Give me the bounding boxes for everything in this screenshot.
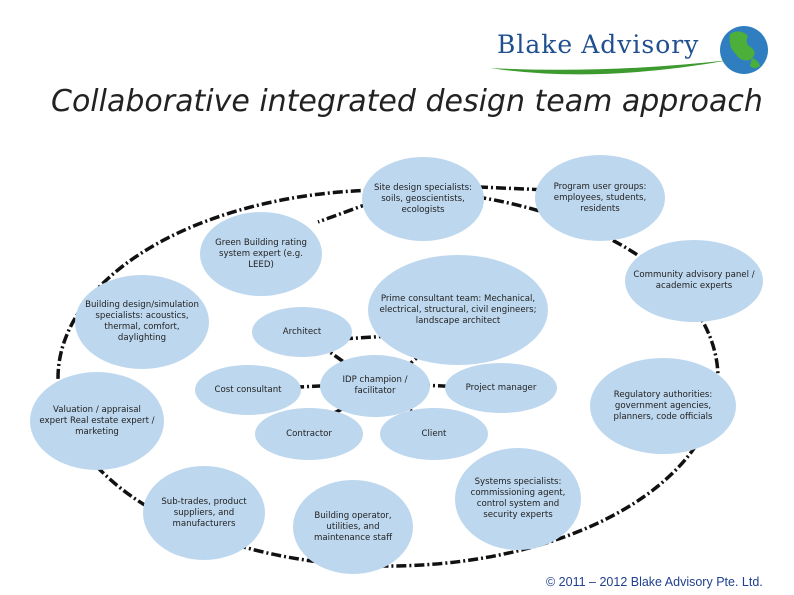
- logo-word-1: Blake: [497, 30, 574, 59]
- slide-title: Collaborative integrated design team app…: [51, 84, 763, 119]
- node-regulatory-label: Regulatory authorities: government agenc…: [613, 389, 713, 422]
- node-regulatory: Regulatory authorities: government agenc…: [590, 358, 736, 454]
- node-client: Client: [380, 408, 488, 460]
- node-prime-consultant-label: Prime consultant team: Mechanical, elect…: [379, 293, 537, 326]
- node-cost-consultant: Cost consultant: [195, 365, 301, 415]
- node-contractor: Contractor: [255, 408, 363, 460]
- node-building-design-label: Building design/simulation specialists: …: [85, 300, 199, 343]
- node-architect-label: Architect: [282, 326, 322, 337]
- node-project-manager-label: Project manager: [465, 382, 537, 393]
- node-contractor-label: Contractor: [286, 428, 332, 439]
- node-cost-consultant-label: Cost consultant: [214, 384, 282, 395]
- globe-icon: [720, 26, 768, 74]
- node-operator: Building operator, utilities, and mainte…: [293, 480, 413, 574]
- node-green-building-label: Green Building rating system expert (e.g…: [215, 237, 307, 270]
- node-valuation: Valuation / appraisal expert Real estate…: [30, 372, 164, 470]
- node-prime-consultant: Prime consultant team: Mechanical, elect…: [368, 255, 548, 365]
- logo-word-2: Advisory: [581, 30, 700, 59]
- node-valuation-label: Valuation / appraisal expert Real estate…: [39, 404, 155, 437]
- node-community: Community advisory panel / academic expe…: [625, 240, 763, 322]
- logo-wordmark: Blake Advisory: [497, 30, 699, 59]
- node-site-design-label: Site design specialists: soils, geoscien…: [373, 182, 473, 215]
- node-community-label: Community advisory panel / academic expe…: [633, 270, 755, 291]
- connector-site-green: [317, 201, 371, 224]
- node-operator-label: Building operator, utilities, and mainte…: [313, 510, 393, 543]
- node-building-design: Building design/simulation specialists: …: [75, 275, 209, 369]
- node-project-manager: Project manager: [445, 363, 557, 413]
- node-architect: Architect: [252, 307, 352, 357]
- node-systems: Systems specialists: commissioning agent…: [455, 448, 581, 550]
- node-program-user: Program user groups: employees, students…: [535, 155, 665, 241]
- copyright-notice: © 2011 – 2012 Blake Advisory Pte. Ltd.: [546, 575, 763, 589]
- node-client-label: Client: [421, 428, 447, 439]
- node-subtrades-label: Sub-trades, product suppliers, and manuf…: [161, 496, 247, 529]
- node-green-building: Green Building rating system expert (e.g…: [200, 212, 322, 296]
- node-idp-champion-label: IDP champion / facilitator: [342, 375, 408, 396]
- node-program-user-label: Program user groups: employees, students…: [553, 181, 647, 214]
- node-site-design: Site design specialists: soils, geoscien…: [362, 157, 484, 241]
- logo-swoosh: [490, 60, 730, 75]
- node-idp-champion: IDP champion / facilitator: [320, 355, 430, 417]
- node-systems-label: Systems specialists: commissioning agent…: [470, 477, 566, 520]
- node-subtrades: Sub-trades, product suppliers, and manuf…: [143, 466, 265, 560]
